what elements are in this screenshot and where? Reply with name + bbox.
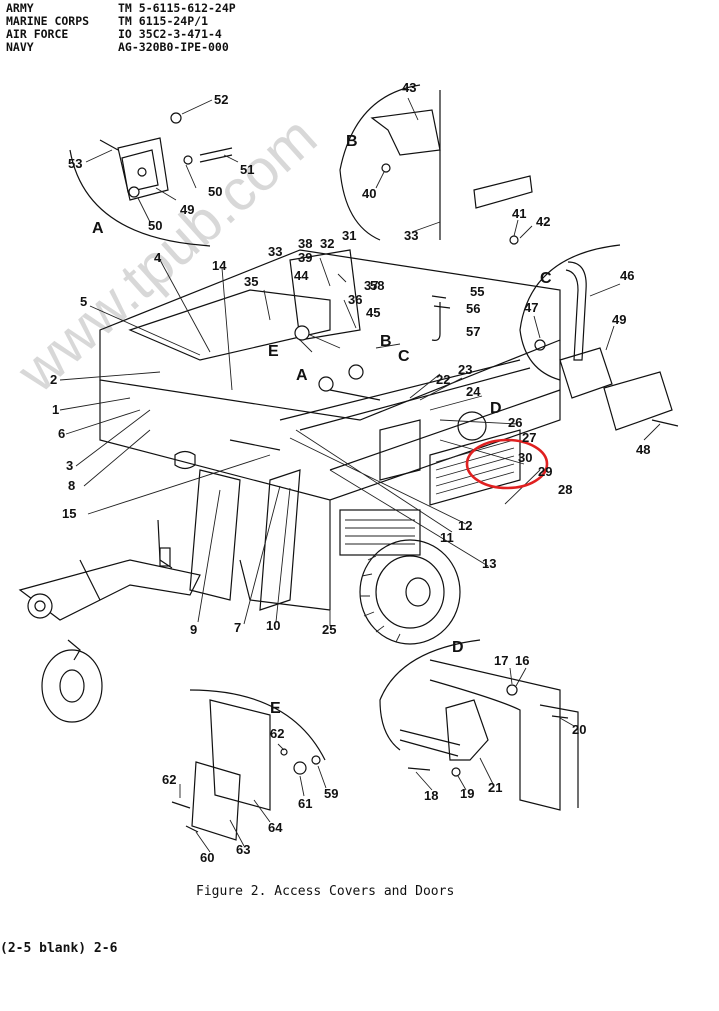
header-service-0: ARMY bbox=[6, 1, 34, 15]
callout-41: 41 bbox=[512, 206, 526, 221]
header-service-2: AIR FORCE bbox=[6, 27, 69, 41]
view-label-d: D bbox=[452, 639, 464, 656]
callout-38: 38 bbox=[298, 236, 312, 251]
view-label-e: E bbox=[270, 700, 281, 717]
callout-37: 37 bbox=[364, 278, 378, 293]
header-number-3: AG-320B0-IPE-000 bbox=[118, 40, 229, 54]
callout-49-c: 49 bbox=[612, 312, 626, 327]
callout-17: 17 bbox=[494, 653, 508, 668]
callout-12: 12 bbox=[458, 518, 472, 533]
callout-62-lower: 62 bbox=[162, 772, 176, 787]
detail-e bbox=[171, 689, 327, 853]
callout-61: 61 bbox=[298, 796, 312, 811]
callout-19: 19 bbox=[460, 786, 474, 801]
callout-42: 42 bbox=[536, 214, 550, 229]
callout-44: 44 bbox=[294, 268, 309, 283]
callout-8: 8 bbox=[68, 478, 75, 493]
highlight-ellipse bbox=[465, 438, 549, 490]
callout-10: 10 bbox=[266, 618, 280, 633]
callout-28: 28 bbox=[558, 482, 572, 497]
callout-29: 29 bbox=[538, 464, 552, 479]
callout-4: 4 bbox=[154, 250, 162, 265]
callout-50-lower: 50 bbox=[148, 218, 162, 233]
callout-18: 18 bbox=[424, 788, 438, 803]
callout-22: 22 bbox=[436, 372, 450, 387]
header-number-2: IO 35C2-3-471-4 bbox=[118, 27, 222, 41]
marker-c: C bbox=[398, 348, 410, 365]
callout-36: 36 bbox=[348, 292, 362, 307]
callout-53: 53 bbox=[68, 156, 82, 171]
callout-47: 47 bbox=[524, 300, 538, 315]
detail-d bbox=[379, 639, 579, 811]
callout-60: 60 bbox=[200, 850, 214, 865]
marker-b: B bbox=[380, 333, 392, 350]
callout-56: 56 bbox=[466, 301, 480, 316]
header-number-1: TM 6115-24P/1 bbox=[118, 14, 209, 28]
callout-23: 23 bbox=[458, 362, 472, 377]
view-label-c: C bbox=[540, 270, 552, 287]
callout-50-upper: 50 bbox=[208, 184, 222, 199]
callout-52: 52 bbox=[214, 92, 228, 107]
callout-24: 24 bbox=[466, 384, 481, 399]
callout-27: 27 bbox=[522, 430, 536, 445]
callout-62-upper: 62 bbox=[270, 726, 284, 741]
callout-58: 58 bbox=[370, 278, 384, 293]
callout-11: 11 bbox=[440, 530, 454, 545]
callout-40: 40 bbox=[362, 186, 376, 201]
header-service-3: NAVY bbox=[6, 40, 34, 54]
document-header: ARMY TM 5-6115-612-24P MARINE CORPS TM 6115… bbox=[6, 2, 298, 54]
callout-21: 21 bbox=[488, 780, 502, 795]
callout-13: 13 bbox=[482, 556, 496, 571]
callout-5: 5 bbox=[80, 294, 87, 309]
callout-31: 31 bbox=[342, 228, 356, 243]
callout-14: 14 bbox=[212, 258, 227, 273]
callout-6: 6 bbox=[58, 426, 65, 441]
detail-c bbox=[519, 244, 679, 441]
callout-26: 26 bbox=[508, 415, 522, 430]
detail-b bbox=[339, 84, 533, 245]
header-service-1: MARINE CORPS bbox=[6, 14, 90, 28]
detail-a bbox=[69, 99, 239, 247]
callout-7: 7 bbox=[234, 620, 241, 635]
callout-20: 20 bbox=[572, 722, 586, 737]
callout-30: 30 bbox=[518, 450, 532, 465]
callout-15: 15 bbox=[62, 506, 76, 521]
marker-d: D bbox=[490, 400, 502, 417]
callout-numbers: 52 53 51 50 49 50 43 40 41 42 33 46 47 4… bbox=[50, 80, 650, 865]
callout-1: 1 bbox=[52, 402, 59, 417]
callout-59: 59 bbox=[324, 786, 338, 801]
callout-46: 46 bbox=[620, 268, 634, 283]
view-label-a: A bbox=[92, 220, 104, 237]
callout-45: 45 bbox=[366, 305, 380, 320]
callout-57: 57 bbox=[466, 324, 480, 339]
callout-9: 9 bbox=[190, 622, 197, 637]
page-footer: (2-5 blank) 2-6 bbox=[0, 941, 118, 956]
callout-33: 33 bbox=[268, 244, 282, 259]
callout-55: 55 bbox=[470, 284, 484, 299]
callout-3: 3 bbox=[66, 458, 73, 473]
view-label-b: B bbox=[346, 133, 358, 150]
callout-16: 16 bbox=[515, 653, 529, 668]
marker-e: E bbox=[268, 343, 279, 360]
callout-63: 63 bbox=[236, 842, 250, 857]
callout-2: 2 bbox=[50, 372, 57, 387]
callout-35: 35 bbox=[244, 274, 258, 289]
callout-49-a: 49 bbox=[180, 202, 194, 217]
callout-39: 39 bbox=[298, 250, 312, 265]
callout-43: 43 bbox=[402, 80, 416, 95]
callout-51: 51 bbox=[240, 162, 254, 177]
marker-a: A bbox=[296, 367, 308, 384]
callout-25: 25 bbox=[322, 622, 336, 637]
header-number-0: TM 5-6115-612-24P bbox=[118, 1, 236, 15]
callout-64: 64 bbox=[268, 820, 283, 835]
callout-33-b: 33 bbox=[404, 228, 418, 243]
callout-32: 32 bbox=[320, 236, 334, 251]
figure-caption: Figure 2. Access Covers and Doors bbox=[196, 884, 455, 899]
callout-48: 48 bbox=[636, 442, 650, 457]
